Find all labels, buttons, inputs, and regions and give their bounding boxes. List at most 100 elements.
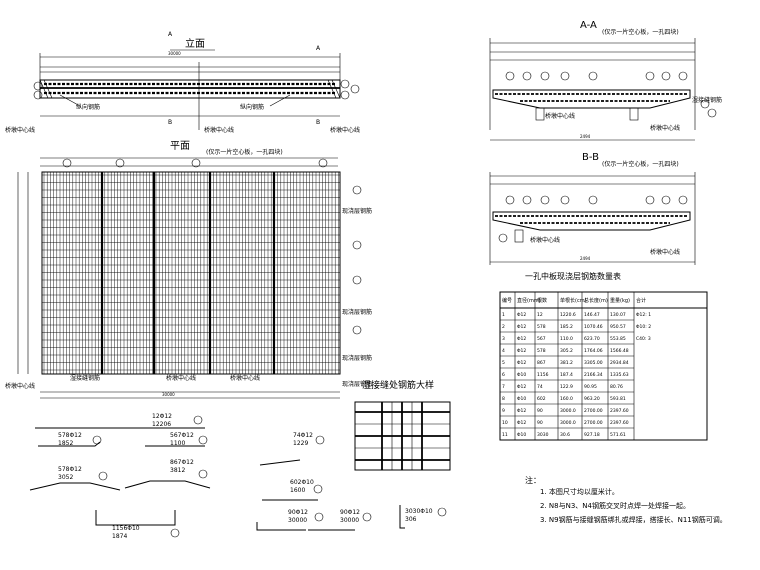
quantity-table: 一孔中板现浇层钢筋数量表 编号直径(mm)根数单根长(cm)总长度(m)重量(k… <box>499 271 708 441</box>
table-cell: 963.20 <box>584 396 600 402</box>
rebar-shapes: 12Φ12 12206 578Φ12 1852 567Φ12 1100 578Φ… <box>29 413 447 540</box>
table-cell: 146.47 <box>584 312 600 318</box>
svg-text:3812: 3812 <box>170 467 185 474</box>
table-header: 根数 <box>537 297 547 304</box>
svg-text:1229: 1229 <box>293 440 308 447</box>
table-header: 合计 <box>636 297 646 304</box>
rebar-shape-9: 90Φ12 30000 <box>256 509 324 531</box>
elevation-title: 立面 <box>185 37 205 50</box>
table-cell: 3030 <box>537 432 549 438</box>
table-header: 单根长(cm) <box>560 297 587 304</box>
elev-dim-top: 30000 <box>168 51 181 56</box>
svg-text:306: 306 <box>405 516 417 523</box>
table-header: 总长度(m) <box>584 297 608 304</box>
table-cell: 567 <box>537 336 546 342</box>
table-cell: 1220.6 <box>560 312 576 318</box>
table-cell: Φ12 <box>517 384 526 390</box>
table-cell: 305.2 <box>560 348 573 354</box>
svg-text:602Φ10: 602Φ10 <box>290 479 314 486</box>
svg-text:3030Φ10: 3030Φ10 <box>405 508 433 515</box>
table-cell: 2934.84 <box>610 360 629 366</box>
table-cell: 602 <box>537 396 546 402</box>
table-cell: 2397.60 <box>610 420 629 426</box>
rebar-shape-1: 12Φ12 12206 <box>35 413 205 429</box>
note-1: 1. 本图尺寸均以厘米计。 <box>540 488 619 496</box>
svg-text:74Φ12: 74Φ12 <box>293 432 313 439</box>
table-cell: 10 <box>502 420 508 426</box>
svg-text:1156Φ10: 1156Φ10 <box>112 525 140 532</box>
table-cell: 6 <box>502 372 505 378</box>
table-cell: 3000.0 <box>560 408 576 414</box>
svg-text:3052: 3052 <box>58 474 73 481</box>
cut-mark-b-right: B <box>316 119 320 126</box>
svg-text:1874: 1874 <box>112 533 127 540</box>
section-bb-callout-1: 桥墩中心线 <box>530 236 560 244</box>
cut-mark-a-left: A <box>168 31 173 38</box>
plan-callout-b4: 湿接缝钢筋 <box>70 374 100 382</box>
section-aa-callout-1: 桥墩中心线 <box>545 112 575 120</box>
plan-callout-r4: 现浇层钢筋 <box>342 380 372 388</box>
rebar-shape-7: 74Φ12 1229 <box>259 432 325 466</box>
table-cell: 3305.00 <box>584 360 603 366</box>
plan-callout-r1: 现浇层钢筋 <box>342 207 372 215</box>
rebar-shape-10: 90Φ12 30000 <box>308 509 372 531</box>
rebar-shape-5: 867Φ12 3812 <box>124 459 211 489</box>
table-cell: 160.0 <box>560 396 573 402</box>
elev-callout-side-2: 纵向钢筋 <box>240 103 264 111</box>
section-bb-callout-2: 桥墩中心线 <box>650 248 680 256</box>
table-cell: 2166.34 <box>584 372 603 378</box>
section-bb-view: B-B (仅示一片空心板，一孔四块) 桥墩中心线 桥墩中心线 2494 <box>489 152 696 265</box>
table-cell: 867 <box>537 360 546 366</box>
elevation-view: 立面 A A 30000 纵向钢筋 纵向钢筋 B B 桥墩中心线 桥 <box>5 31 360 134</box>
table-cell: 2700.00 <box>584 420 603 426</box>
section-bb-subtitle: (仅示一片空心板，一孔四块) <box>602 160 679 168</box>
table-cell: 2 <box>502 324 505 330</box>
table-cell: 74 <box>537 384 543 390</box>
table-header: 重量(kg) <box>610 297 630 304</box>
table-cell: 9 <box>502 408 505 414</box>
table-title: 一孔中板现浇层钢筋数量表 <box>525 271 621 281</box>
svg-text:1852: 1852 <box>58 440 73 447</box>
elev-callout-left: 桥墩中心线 <box>5 126 35 134</box>
plan-callout-r2: 现浇层钢筋 <box>342 308 372 316</box>
table-cell: Φ12 <box>517 312 526 318</box>
plan-title: 平面 <box>170 141 190 152</box>
table-cell: 4 <box>502 348 505 354</box>
wet-joint-detail: 湿接缝处钢筋大样 <box>354 379 451 471</box>
rebar-shape-4: 578Φ12 3052 <box>29 466 121 491</box>
section-aa-view: A-A (仅示一片空心板，一孔四块) 湿接缝钢筋 桥墩中心线 桥墩中心线 249… <box>489 20 722 141</box>
table-cell: 1566.48 <box>610 348 629 354</box>
table-cell: 381.2 <box>560 360 573 366</box>
plan-view: 平面 (仅示一片空心板，一孔四块) 现浇层钢筋 现浇层钢筋 现浇层钢筋 现浇层钢… <box>5 141 372 399</box>
svg-text:12Φ12: 12Φ12 <box>152 413 172 420</box>
table-cell: 1 <box>502 312 505 318</box>
table-cell: 927.18 <box>584 432 600 438</box>
cut-mark-b-left: B <box>168 119 172 126</box>
table-cell: Φ12 <box>517 420 526 426</box>
table-cell: 593.81 <box>610 396 626 402</box>
table-cell: 90.95 <box>584 384 597 390</box>
note-2: 2. N8与N3、N4钢筋交叉时点焊一处焊接一起。 <box>540 502 690 510</box>
rebar-shape-11: 3030Φ10 306 <box>399 505 447 529</box>
table-cell: 5 <box>502 360 505 366</box>
section-bb-callouts <box>505 195 688 205</box>
plan-subtitle: (仅示一片空心板，一孔四块) <box>206 148 283 156</box>
table-cell: 130.07 <box>610 312 626 318</box>
svg-text:30000: 30000 <box>340 517 359 524</box>
table-cell: Φ12: 1 <box>636 312 651 318</box>
table-cell: 7 <box>502 384 505 390</box>
table-cell: 571.61 <box>610 432 626 438</box>
section-aa-title: A-A <box>580 20 597 31</box>
table-cell: 12 <box>537 312 543 318</box>
elev-callout-mid: 桥墩中心线 <box>204 126 234 134</box>
detail-title: 湿接缝处钢筋大样 <box>362 379 434 391</box>
table-cell: 185.2 <box>560 324 573 330</box>
table-cell: 3000.0 <box>560 420 576 426</box>
section-aa-callout-2: 桥墩中心线 <box>650 124 680 132</box>
table-cell: 122.9 <box>560 384 573 390</box>
notes-heading: 注： <box>525 476 541 485</box>
rebar-shape-8: 602Φ10 1600 <box>262 479 323 501</box>
plan-rebar-grid <box>42 172 340 374</box>
note-3: 3. N9钢筋与接缝钢筋绑扎或焊接，搭接长、N11钢筋可调。 <box>540 516 727 524</box>
